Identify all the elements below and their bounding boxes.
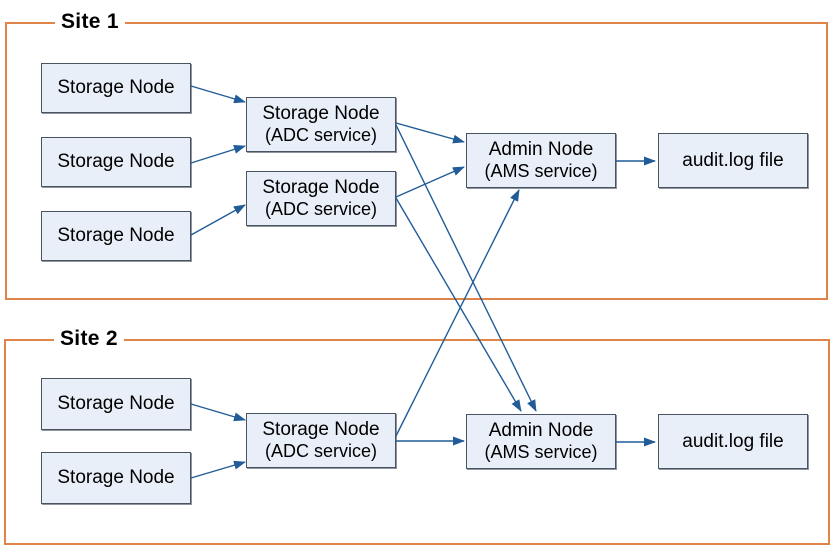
node-label: Admin Node (488, 139, 594, 160)
site1-storage-node-1: Storage Node (41, 63, 191, 113)
node-label: Storage Node (262, 419, 380, 440)
site2-admin-node: Admin Node (AMS service) (466, 414, 616, 469)
site1-storage-node-3: Storage Node (41, 211, 191, 261)
node-sublabel: (AMS service) (484, 442, 598, 462)
node-sublabel: (ADC service) (264, 441, 377, 461)
site2-storage-node-2: Storage Node (41, 452, 191, 504)
site1-label: Site 1 (55, 10, 125, 34)
site1-storage-node-2: Storage Node (41, 137, 191, 187)
node-label: Storage Node (57, 151, 175, 172)
site2-label: Site 2 (54, 327, 124, 351)
site2-adc-storage-node: Storage Node (ADC service) (246, 413, 396, 468)
node-label: audit.log file (682, 149, 784, 171)
site1-adc-storage-node-2: Storage Node (ADC service) (246, 171, 396, 226)
site1-adc-storage-node-1: Storage Node (ADC service) (246, 97, 396, 152)
site1-audit-log-file: audit.log file (658, 133, 808, 188)
node-label: Storage Node (57, 225, 175, 246)
node-label: Storage Node (57, 393, 175, 414)
node-sublabel: (AMS service) (484, 161, 598, 181)
site1-admin-node: Admin Node (AMS service) (466, 133, 616, 188)
site2-storage-node-1: Storage Node (41, 378, 191, 430)
node-label: Storage Node (57, 467, 175, 488)
node-sublabel: (ADC service) (264, 199, 377, 219)
node-label: Storage Node (262, 103, 380, 124)
node-label: Storage Node (57, 77, 175, 98)
node-sublabel: (ADC service) (264, 125, 377, 145)
node-label: Storage Node (262, 177, 380, 198)
node-label: audit.log file (682, 430, 784, 452)
node-label: Admin Node (488, 420, 594, 441)
site2-audit-log-file: audit.log file (658, 414, 808, 469)
